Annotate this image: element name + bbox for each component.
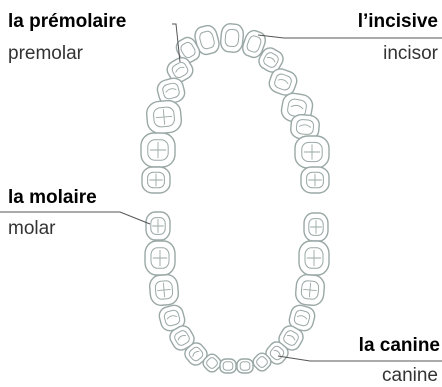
incisor-term: l’incisive (358, 12, 438, 31)
molar-tooth (295, 136, 329, 168)
incisor-tooth (237, 359, 253, 373)
incisor-tooth (220, 23, 244, 53)
molar-translation: molar (8, 219, 56, 238)
canine-leader-line (278, 356, 442, 361)
molar-tooth (295, 274, 326, 306)
premolar-term: la prémolaire (8, 12, 126, 31)
premolar-translation: premolar (8, 44, 83, 63)
molar-term: la molaire (8, 188, 97, 207)
molar-tooth (149, 274, 180, 306)
molar-tooth (301, 167, 329, 193)
canine-translation: canine (382, 366, 438, 385)
teeth-group (141, 23, 329, 374)
molar-tooth (146, 100, 183, 135)
incisor-translation: incisor (383, 44, 438, 63)
molar-tooth (299, 241, 329, 275)
canine-term: la canine (359, 336, 440, 355)
molar-tooth (142, 167, 170, 193)
molar-tooth (145, 241, 175, 275)
incisor-tooth (220, 359, 236, 373)
incisor-leader-line (258, 35, 442, 38)
molar-tooth (141, 133, 175, 167)
molar-tooth (304, 213, 328, 241)
molar-tooth (146, 212, 170, 240)
